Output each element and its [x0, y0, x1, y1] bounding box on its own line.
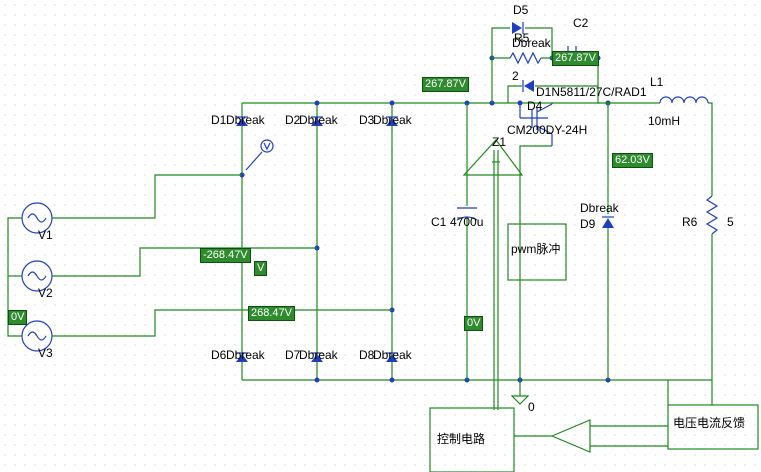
d8-label: D8 — [359, 348, 375, 362]
pwm-gate-driver — [462, 139, 524, 410]
z1-label: Z1 — [492, 135, 507, 149]
r5-label: R5 — [514, 31, 530, 45]
snubber-top-wire — [525, 27, 553, 58]
d2-model: Dbreak — [299, 113, 338, 127]
phase-b-wire — [52, 247, 317, 277]
voltage-marker-phase-c: 268.47V — [248, 306, 295, 321]
v3-label: V3 — [38, 346, 53, 360]
c1-label: C1 — [431, 215, 447, 229]
diode-d8-symbol — [386, 352, 398, 362]
z1-model: CM200DY-24H — [507, 123, 588, 137]
control-block-label: 控制电路 — [437, 432, 486, 446]
voltage-marker-top-bus: 267.87V — [422, 77, 469, 92]
v2-label: V2 — [38, 286, 53, 300]
d7-model: Dbreak — [299, 348, 338, 362]
diode-d9-symbol — [602, 216, 614, 228]
l1-label: L1 — [650, 75, 664, 89]
d8-model: Dbreak — [373, 348, 412, 362]
diode-d6-symbol — [236, 352, 248, 362]
diode-d1-symbol — [236, 116, 248, 126]
voltage-marker-source: 0V — [8, 310, 28, 325]
pwm-block-frame — [507, 223, 567, 281]
feedback-block-label: 电压电流反馈 — [673, 416, 746, 430]
d9-label: D9 — [580, 217, 596, 231]
d3-label: D3 — [359, 113, 375, 127]
phase-a-wire — [52, 174, 242, 219]
d1-model: Dbreak — [226, 113, 265, 127]
diode-d7-symbol — [311, 352, 323, 362]
feedback-arrow — [514, 419, 668, 453]
voltage-marker-neg-bus: -268.47V — [200, 248, 251, 263]
junction-dots — [239, 55, 611, 383]
resistor-r5-symbol — [509, 51, 542, 65]
c1-value: 4700u — [450, 215, 484, 229]
d1-label: D1 — [211, 113, 227, 127]
resistor-r6-symbol — [705, 195, 719, 235]
d9-model: Dbreak — [580, 201, 619, 215]
control-block-frame — [429, 407, 515, 472]
voltage-probe-icon — [245, 139, 274, 171]
phase-c-wire — [52, 309, 392, 337]
diode-d2-symbol — [311, 116, 323, 126]
d2-label: D2 — [285, 113, 301, 127]
voltage-marker-hidden: V — [254, 261, 268, 276]
voltage-marker-output: 62.03V — [612, 153, 653, 168]
l1-value: 10mH — [648, 114, 681, 128]
c1-plate-bottom — [456, 216, 478, 221]
d6-model: Dbreak — [226, 348, 265, 362]
r6-label: R6 — [682, 215, 698, 229]
neutral-wire — [7, 217, 22, 337]
d4-label: D4 — [527, 99, 543, 113]
diode-d5-symbol — [512, 22, 524, 34]
feedback-block-frame — [667, 404, 759, 450]
pwm-block-label: pwm脉冲 — [511, 242, 561, 256]
diode-d3-symbol — [386, 116, 398, 126]
ground-symbol — [510, 380, 530, 405]
v1-label: V1 — [38, 228, 53, 242]
inductor-l1-symbol — [659, 96, 709, 104]
pin-2-label: 2 — [512, 69, 519, 83]
igbt-z1-symbol — [519, 103, 553, 146]
voltage-marker-cap: 0V — [464, 316, 484, 331]
d5-model: Dbreak — [512, 36, 551, 50]
d5-label: D5 — [513, 3, 529, 17]
ground-label: 0 — [528, 400, 535, 414]
d4-model: D1N5811/27C/RAD1 — [536, 85, 647, 99]
d3-model: Dbreak — [373, 113, 412, 127]
l1-right-wire — [708, 102, 713, 196]
d7-label: D7 — [285, 348, 301, 362]
r6-value: 5 — [727, 215, 734, 229]
snubber-left-wire — [491, 27, 510, 103]
igbt-emitter-wire — [519, 145, 552, 380]
d4-left-wire — [507, 85, 522, 103]
c2-label: C2 — [573, 16, 589, 30]
diode-d4-symbol — [522, 80, 534, 92]
d6-label: D6 — [211, 348, 227, 362]
voltage-marker-snubber: 267.87V — [552, 51, 599, 66]
